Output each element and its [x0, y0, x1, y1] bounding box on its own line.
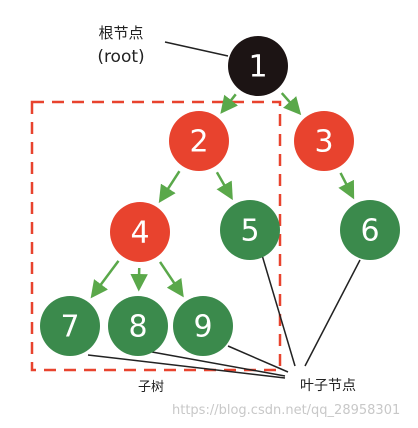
node-label: 2	[189, 125, 208, 160]
node-label: 8	[128, 310, 147, 345]
node-circle	[220, 200, 280, 260]
tree-node-2: 2	[169, 111, 229, 171]
tree-edges	[90, 92, 355, 299]
leaf-pointer-8	[151, 351, 286, 377]
edge-n4-n9	[159, 261, 184, 298]
subtree-box	[30, 100, 282, 372]
node-circle	[173, 296, 233, 356]
edge-n2-n4	[158, 170, 181, 204]
edge-n3-n6	[338, 172, 355, 200]
edge-n2-n5	[215, 171, 233, 201]
tree-node-8: 8	[108, 296, 168, 356]
leaf-pointer-6	[304, 259, 361, 367]
node-circle	[228, 36, 288, 96]
root-pointer-line	[164, 41, 229, 57]
node-label: 4	[130, 216, 149, 251]
tree-node-3: 3	[294, 111, 354, 171]
tree-node-9: 9	[173, 296, 233, 356]
tree-nodes: 1 2 3 4 5 6 7 8 9	[40, 36, 400, 356]
node-label: 9	[193, 310, 212, 345]
node-label: 7	[60, 310, 79, 345]
node-circle	[294, 111, 354, 171]
root-annotation-line2: (root)	[97, 47, 144, 67]
leaf-pointer-7	[87, 354, 286, 379]
node-label: 1	[248, 50, 267, 85]
edge-n1-n2	[220, 93, 239, 114]
node-circle	[108, 296, 168, 356]
node-circle	[40, 296, 100, 356]
leaf-annotation: 叶子节点	[300, 378, 356, 394]
subtree-annotation: 子树	[138, 380, 164, 395]
node-label: 5	[240, 214, 259, 249]
tree-node-4: 4	[110, 202, 170, 262]
node-circle	[340, 200, 400, 260]
node-label: 3	[314, 125, 333, 160]
tree-node-7: 7	[40, 296, 100, 356]
leaf-pointer-lines	[87, 254, 361, 379]
root-annotation-line1: 根节点	[98, 24, 143, 42]
leaf-pointer-5	[261, 254, 296, 367]
node-label: 6	[360, 214, 379, 249]
leaf-pointer-9	[227, 345, 289, 373]
node-circle	[110, 202, 170, 262]
tree-node-5: 5	[220, 200, 280, 260]
node-circle	[169, 111, 229, 171]
edge-n1-n3	[280, 92, 302, 116]
edge-n4-n7	[90, 260, 120, 299]
tree-node-1: 1	[228, 36, 288, 96]
watermark: https://blog.csdn.net/qq_28958301	[172, 403, 400, 418]
tree-node-6: 6	[340, 200, 400, 260]
